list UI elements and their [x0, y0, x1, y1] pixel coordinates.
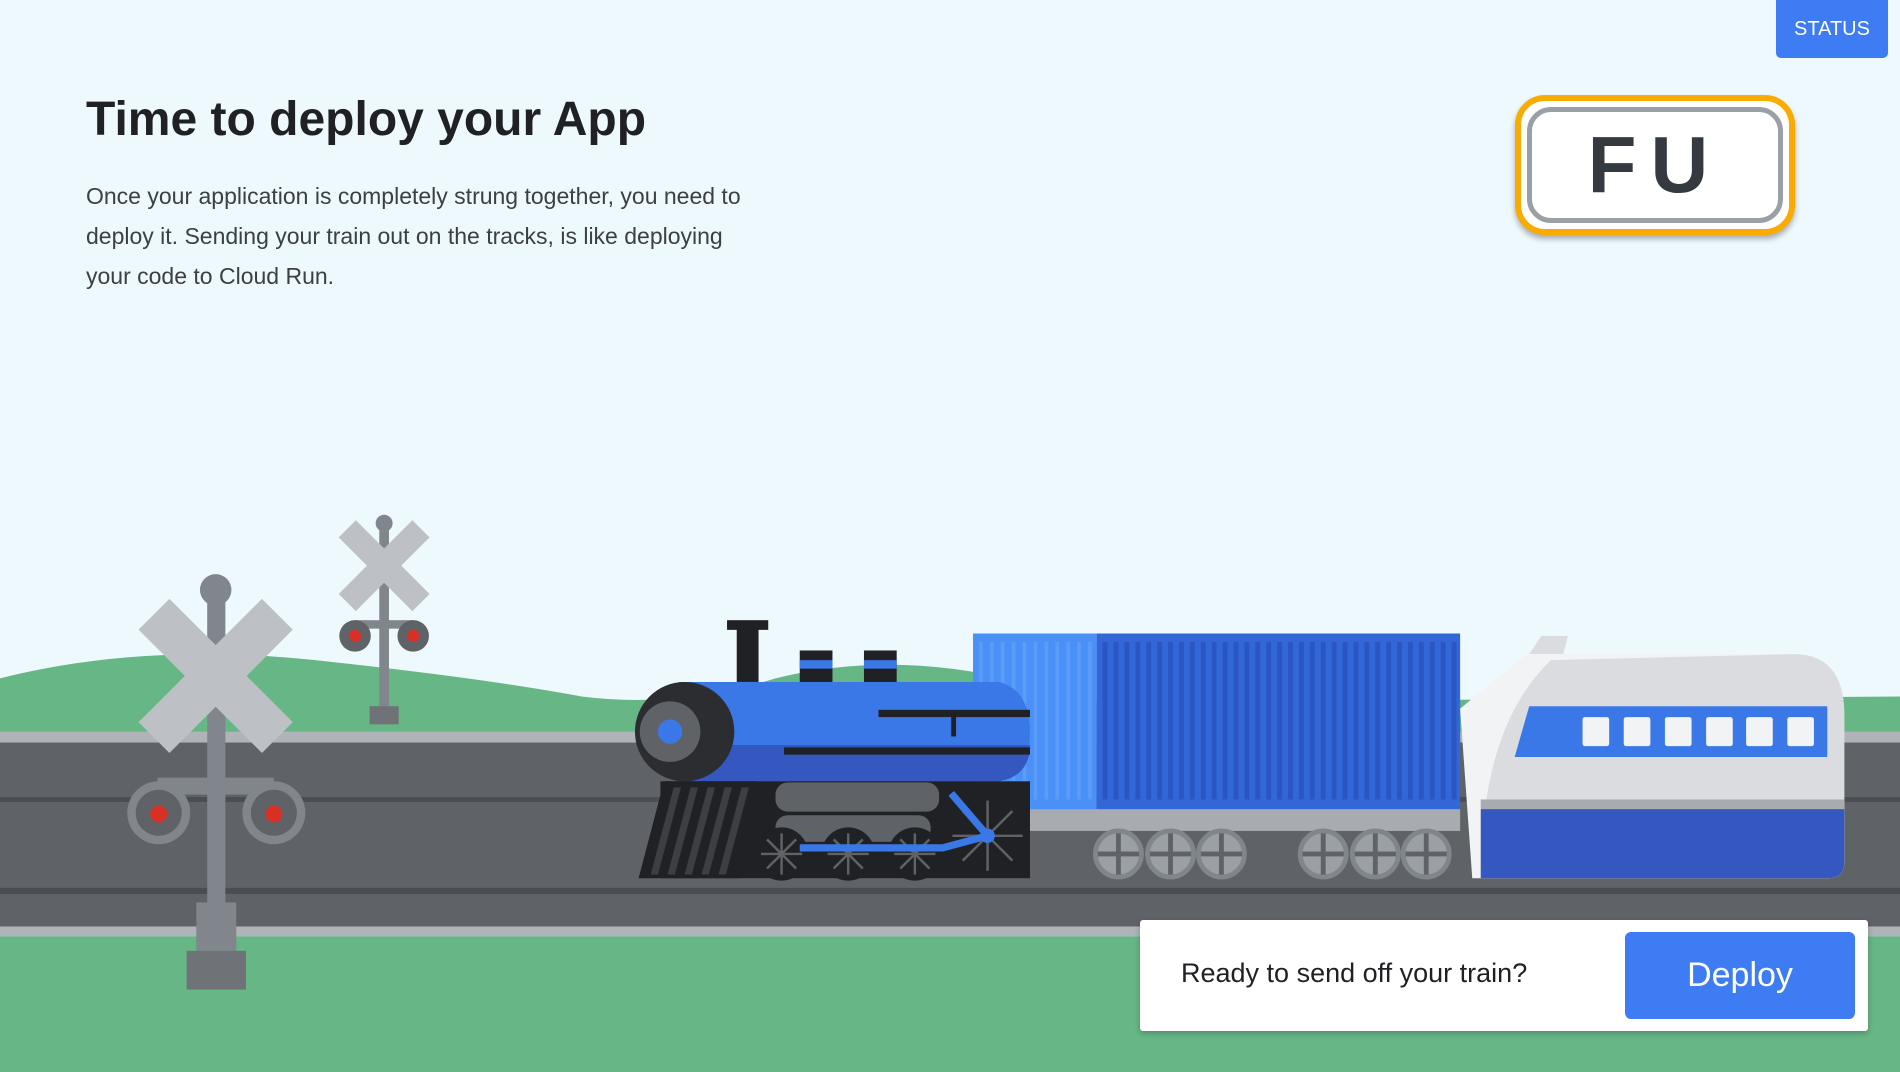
- wheel-spoke: [1302, 851, 1344, 857]
- container-stripe: [1342, 641, 1348, 800]
- train-sign: FU: [1515, 95, 1795, 235]
- container-stripe: [1168, 641, 1173, 800]
- page-description: Once your application is completely stru…: [86, 183, 741, 289]
- container-stripe: [1233, 641, 1239, 800]
- container-stripe: [1277, 641, 1283, 800]
- container-stripe: [1298, 641, 1304, 800]
- car-wheels: [1092, 828, 1452, 880]
- railroad-crossing-sign-large: [127, 574, 306, 990]
- train-window: [1706, 717, 1733, 747]
- container-car: [973, 633, 1461, 831]
- container-stripe: [1066, 641, 1070, 800]
- container-stripe: [1244, 641, 1250, 800]
- container-stripe: [1157, 641, 1163, 800]
- wheel-spoke: [832, 838, 864, 870]
- container-stripe: [1353, 641, 1359, 800]
- wheel-spoke: [1149, 851, 1192, 857]
- container-stripe: [1179, 641, 1184, 800]
- container-stripe: [1102, 641, 1108, 800]
- container-stripe: [1146, 641, 1152, 800]
- train-window: [1746, 717, 1773, 747]
- cowcatcher-stripe: [667, 787, 698, 875]
- deploy-prompt: Ready to send off your train?: [1181, 958, 1528, 988]
- deploy-button[interactable]: Deploy: [1625, 932, 1855, 1019]
- train-window: [1787, 717, 1814, 747]
- train-window: [1582, 717, 1610, 747]
- container-stripe: [1211, 641, 1217, 800]
- container-stripe: [1077, 641, 1081, 800]
- container-stripe: [1288, 641, 1293, 800]
- railroad-crossing-sign-small: [338, 514, 430, 725]
- container-stripe: [1429, 641, 1435, 800]
- container-stripe: [1397, 641, 1402, 800]
- container-stripe: [1440, 641, 1446, 800]
- container-stripe: [1266, 641, 1272, 800]
- container-stripe: [1088, 641, 1092, 800]
- wheel-spoke: [1097, 851, 1140, 857]
- deploy-panel: Ready to send off your train? Deploy: [1140, 920, 1868, 1031]
- container-stripe: [1135, 641, 1141, 800]
- container-stripe: [1320, 641, 1326, 800]
- wheel-spoke: [766, 838, 797, 870]
- train-window: [1664, 717, 1692, 747]
- container-stripe: [1044, 641, 1049, 800]
- container-stripe: [1408, 641, 1413, 800]
- container-stripe: [1375, 641, 1381, 800]
- train-sign-inner: FU: [1527, 107, 1783, 223]
- container-stripe: [1331, 641, 1337, 800]
- page-title: Time to deploy your App: [86, 93, 647, 146]
- wheel-spoke: [1200, 851, 1243, 857]
- container-stripe: [1255, 641, 1261, 800]
- cowcatcher-stripe: [650, 787, 681, 875]
- wheel-spoke: [1405, 851, 1447, 857]
- bullet-train: [1460, 635, 1845, 879]
- container-stripe: [1033, 641, 1038, 800]
- steam-locomotive: [634, 620, 1030, 881]
- container-stripe: [1055, 641, 1060, 800]
- container-stripe: [1364, 641, 1370, 800]
- container-stripe: [1189, 641, 1195, 800]
- container-stripe: [1124, 641, 1130, 800]
- container-stripe: [1222, 641, 1228, 800]
- container-stripe: [1386, 641, 1392, 800]
- cowcatcher-stripe: [701, 787, 732, 875]
- container-stripe: [1418, 641, 1424, 800]
- train-sign-text: FU: [1587, 120, 1723, 209]
- wheel-spoke: [1354, 851, 1396, 857]
- container-stripe: [1451, 641, 1457, 800]
- train-window: [1623, 717, 1651, 747]
- container-stripe: [1309, 641, 1315, 800]
- status-button[interactable]: STATUS: [1776, 0, 1888, 58]
- cowcatcher-stripe: [684, 787, 715, 875]
- container-stripe: [1113, 641, 1119, 800]
- container-stripe: [1200, 641, 1206, 800]
- cowcatcher-stripe: [718, 787, 749, 875]
- wheel-spoke: [899, 838, 931, 870]
